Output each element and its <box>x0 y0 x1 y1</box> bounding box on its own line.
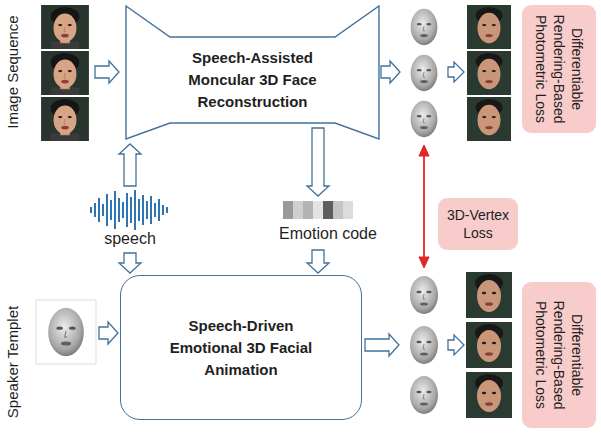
code-label: Emotion code <box>268 224 388 244</box>
axis-label: Speaker Templet <box>3 306 23 418</box>
axis-label: Image Sequence <box>3 15 23 128</box>
input-label: speech <box>95 229 165 249</box>
node-text: Speech-Assisted Moncular 3D Face Reconst… <box>170 47 335 113</box>
node-text: 3D-Vertex Loss <box>444 206 512 242</box>
node-text: Speech-Driven Emotional 3D Facial Animat… <box>159 315 324 381</box>
text-area: Speech-Assisted Moncular 3D Face Reconst… <box>170 37 335 123</box>
node-text: Differentiable Rendering-Based Photometr… <box>532 286 586 424</box>
encoder-decoder-block: Speech-Assisted Moncular 3D Face Reconst… <box>125 5 380 140</box>
loss-box: Differentiable Rendering-Based Photometr… <box>522 5 596 133</box>
loss-box: 3D-Vertex Loss <box>438 198 518 250</box>
process-box: Speech-Driven Emotional 3D Facial Animat… <box>120 275 362 420</box>
loss-box: Differentiable Rendering-Based Photometr… <box>522 282 596 428</box>
node-text: Differentiable Rendering-Based Photometr… <box>532 9 586 129</box>
